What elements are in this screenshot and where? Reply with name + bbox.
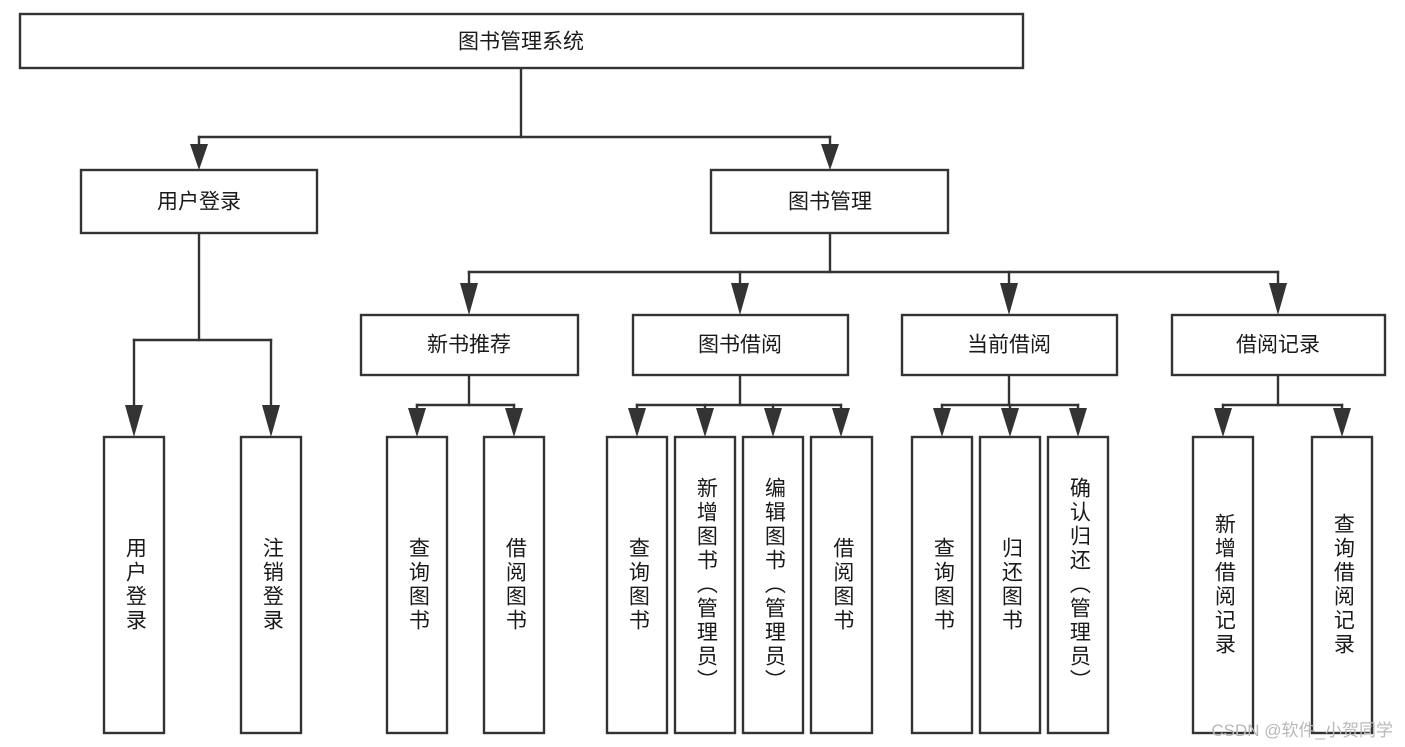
node-leaf-confirm-return-box[interactable] [1046,435,1110,735]
connector-userlogin-to-leaves [125,231,280,437]
node-current-borrow-label: 当前借阅 [967,334,1051,357]
node-leaf-logout-box[interactable] [239,435,303,735]
node-leaf-query-book-1-box[interactable] [385,435,449,735]
node-leaf-query-book-3-box[interactable] [910,435,974,735]
arrow-head-icon [731,283,749,315]
connector-root-to-level2 [190,66,839,170]
arrow-head-icon [1001,408,1019,437]
node-book-borrow-label: 图书借阅 [698,334,782,357]
connector-newbook-to-leaves [408,373,523,437]
arrow-head-icon [696,408,714,437]
connector-currentborrow-to-leaves [933,373,1087,437]
connector-borrowrecord-to-leaves [1214,373,1351,437]
node-leaf-user-login-label: 用户登录 [123,537,147,633]
node-leaf-query-record-label: 查询借阅记录 [1331,513,1355,657]
node-new-book-recommend-label: 新书推荐 [427,334,511,357]
node-root-label: 图书管理系统 [458,31,584,54]
arrow-head-icon [764,408,782,437]
arrow-head-icon [1214,408,1232,437]
arrow-head-icon [1333,408,1351,437]
node-new-book-recommend-box[interactable] [359,313,580,377]
node-book-manage-label: 图书管理 [788,191,872,214]
node-leaf-query-book-2-label: 查询图书 [626,537,650,633]
node-leaf-add-book-label: 新增图书（管理员） [694,477,718,693]
node-user-login-box[interactable] [79,168,319,235]
arrow-head-icon [1269,283,1287,315]
node-leaf-borrow-book-1-box[interactable] [482,435,546,735]
csdn-watermark: CSDN @软件_小贺同学 [1211,721,1393,740]
node-borrow-record-label: 借阅记录 [1236,334,1320,357]
node-leaf-borrow-book-2-box[interactable] [809,435,874,735]
node-book-borrow-box[interactable] [631,313,850,377]
arrow-head-icon [262,405,280,437]
node-leaf-query-book-1-label: 查询图书 [406,537,430,633]
node-leaf-query-book-3-label: 查询图书 [931,537,955,633]
arrow-head-icon [628,408,646,437]
node-current-borrow-box[interactable] [900,313,1119,377]
node-leaf-query-record-box[interactable] [1310,435,1374,735]
arrow-head-icon [190,144,208,170]
node-user-login-label: 用户登录 [157,191,241,214]
connector-bookborrow-to-leaves [628,373,850,437]
arrow-head-icon [460,283,478,315]
node-leaf-return-book-box[interactable] [978,435,1042,735]
arrow-head-icon [1069,408,1087,437]
node-root-box[interactable] [18,12,1025,70]
node-leaf-confirm-return-label: 确认归还（管理员） [1067,477,1091,693]
node-leaf-return-book-label: 归还图书 [999,537,1023,633]
node-leaf-borrow-book-2-label: 借阅图书 [830,537,854,633]
node-leaf-add-record-box[interactable] [1191,435,1255,735]
arrow-head-icon [821,144,839,170]
node-book-manage-box[interactable] [709,168,950,235]
connector-bookmanage-to-level3 [460,231,1287,315]
node-leaf-logout-label: 注销登录 [260,537,284,633]
node-leaf-user-login-box[interactable] [102,435,166,735]
arrow-head-icon [505,408,523,437]
arrow-head-icon [125,405,143,437]
node-leaf-edit-book-label: 编辑图书（管理员） [762,477,786,693]
arrow-head-icon [1000,283,1018,315]
arrow-head-icon [832,408,850,437]
node-borrow-record-box[interactable] [1170,313,1387,377]
node-leaf-borrow-book-1-label: 借阅图书 [503,537,527,633]
node-leaf-query-book-2-box[interactable] [605,435,669,735]
node-leaf-add-record-label: 新增借阅记录 [1212,513,1236,657]
arrow-head-icon [408,408,426,437]
node-leaf-edit-book-box[interactable] [741,435,805,735]
arrow-head-icon [933,408,951,437]
node-leaf-add-book-box[interactable] [673,435,737,735]
